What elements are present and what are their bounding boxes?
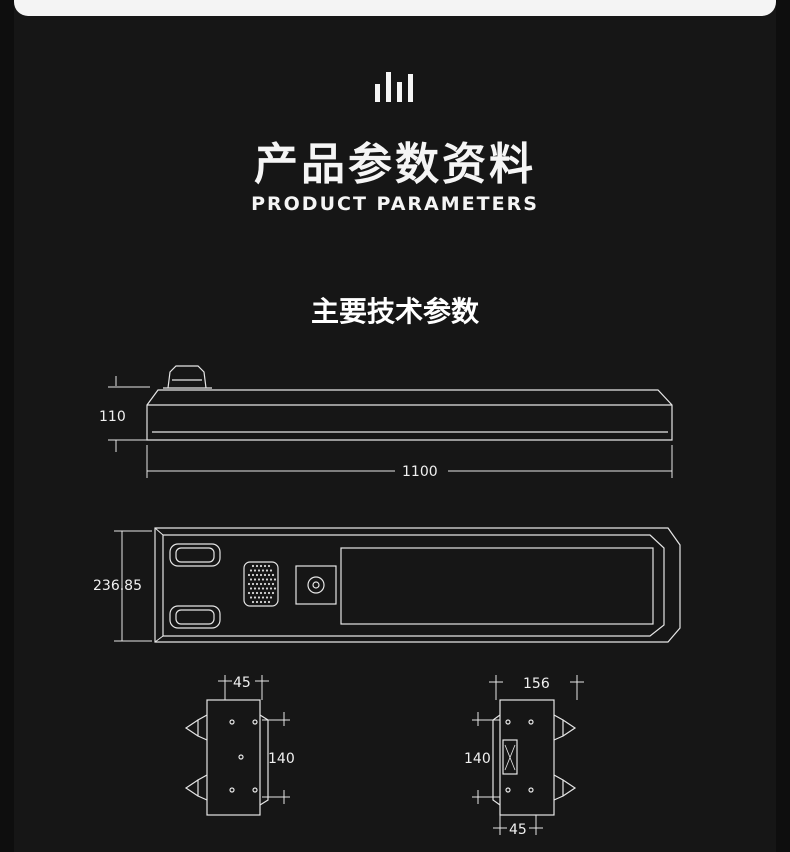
- section-title: 主要技术参数: [310, 295, 479, 328]
- height-dimension-label: 110: [99, 409, 126, 425]
- page-subtitle: PRODUCT PARAMETERS: [251, 193, 539, 215]
- side-view: [108, 365, 673, 478]
- right-end-view: [472, 675, 584, 835]
- right-view-width-label: 156: [523, 676, 550, 692]
- bar-chart-icon: [375, 72, 413, 102]
- right-view-bottom-label: 45: [509, 822, 527, 838]
- length-dimension-label: 1100: [402, 464, 438, 480]
- right-view-spacing-label: 140: [464, 751, 491, 767]
- left-view-spacing-label: 140: [268, 751, 295, 767]
- vent-grille: [247, 564, 277, 604]
- width-dimension-label: 236.85: [93, 578, 142, 594]
- left-view-width-label: 45: [233, 675, 251, 691]
- page-title: 产品参数资料: [254, 139, 536, 190]
- right-margin: [776, 0, 790, 852]
- left-margin: [0, 0, 14, 852]
- top-card-edge: [14, 0, 776, 16]
- top-view: [114, 527, 681, 643]
- left-end-view: [184, 675, 290, 816]
